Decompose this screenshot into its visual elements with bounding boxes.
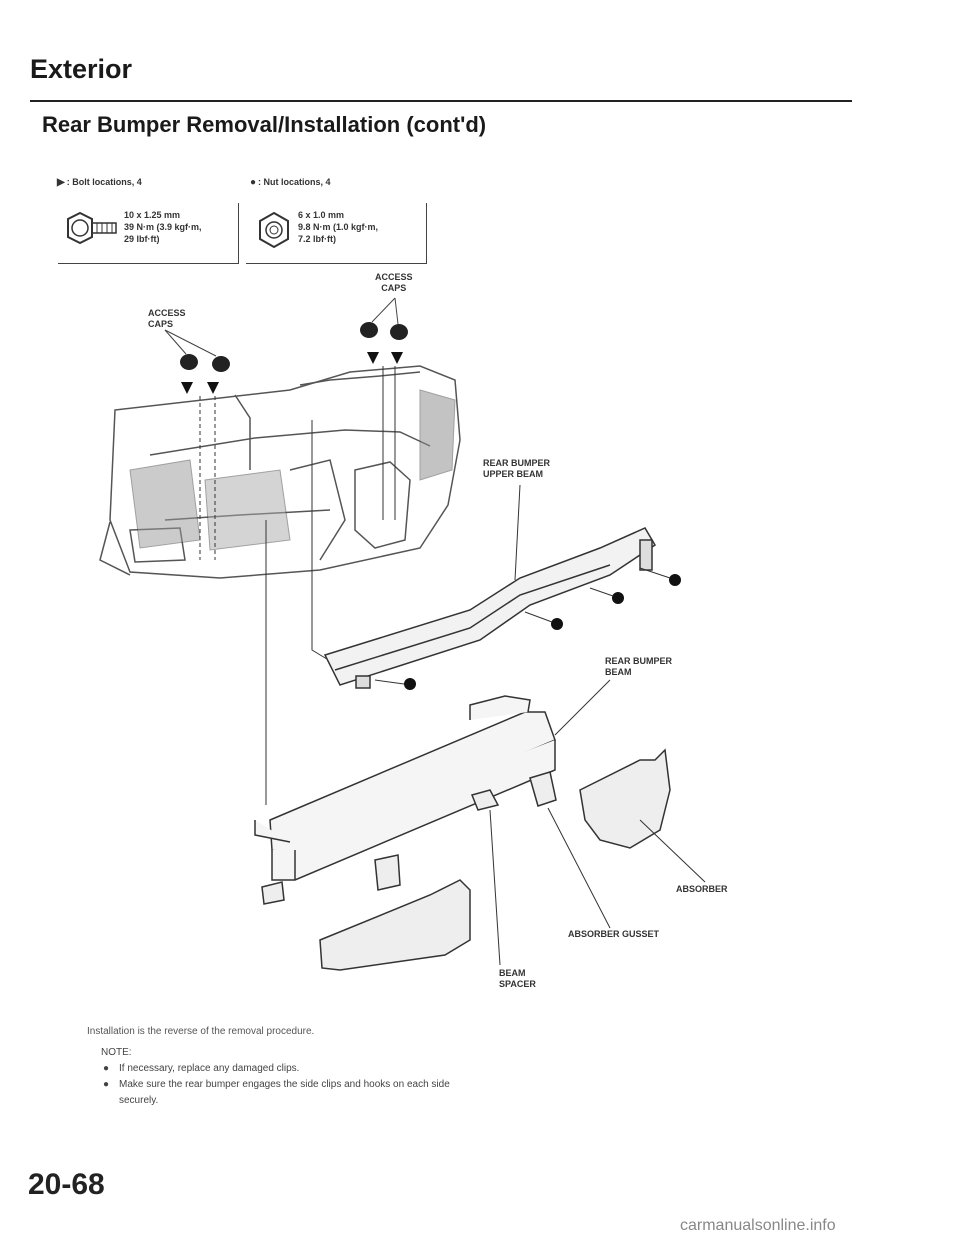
nut-marker-icon: ● bbox=[250, 177, 257, 188]
nut-marker-icon bbox=[612, 592, 624, 604]
bullet-icon: ● bbox=[103, 1063, 110, 1074]
access-cap-icon bbox=[390, 324, 408, 340]
access-cap-leaders bbox=[164, 297, 399, 357]
access-caps-right-label: ACCESS CAPS bbox=[375, 272, 413, 293]
note-heading: NOTE: bbox=[101, 1047, 132, 1058]
beam-spacer-label: BEAM SPACER bbox=[499, 968, 536, 989]
callout-leaders bbox=[489, 484, 706, 966]
nut-markers bbox=[404, 574, 681, 690]
access-caps-left-label: ACCESS CAPS bbox=[148, 308, 186, 329]
access-cap-icon bbox=[180, 354, 198, 370]
note-item: ● If necessary, replace any damaged clip… bbox=[101, 1061, 479, 1077]
nut-spec-text: 6 x 1.0 mm 9.8 N·m (1.0 kgf·m, 7.2 lbf·f… bbox=[298, 209, 378, 245]
nut-size: 6 x 1.0 mm bbox=[298, 210, 345, 220]
upper-beam-label: REAR BUMPER UPPER BEAM bbox=[483, 458, 551, 479]
nut-legend: ●: Nut locations, 4 bbox=[250, 177, 331, 188]
parts-drawing bbox=[261, 748, 671, 971]
note-item: ● Make sure the rear bumper engages the … bbox=[103, 1079, 450, 1106]
nut-torque-line-2: 7.2 lbf·ft) bbox=[298, 234, 336, 244]
access-cap-icon bbox=[360, 322, 378, 338]
nut-leaders bbox=[374, 567, 671, 685]
header-rule bbox=[30, 100, 852, 102]
bumper-beam-label: REAR BUMPER BEAM bbox=[605, 656, 673, 677]
installation-text: Installation is the reverse of the remov… bbox=[87, 1026, 315, 1037]
page-number: 20-68 bbox=[28, 1168, 105, 1201]
bullet-icon: ● bbox=[103, 1079, 110, 1090]
bolt-marker-icon bbox=[207, 382, 219, 394]
bolt-spec-box: 10 x 1.25 mm 39 N·m (3.9 kgf·m, 29 lbf·f… bbox=[58, 203, 239, 264]
page-title: Rear Bumper Removal/Installation (cont'd… bbox=[42, 112, 487, 137]
bolt-legend: ▶: Bolt locations, 4 bbox=[57, 177, 142, 188]
bolt-marker-icon bbox=[367, 352, 379, 364]
bolt-markers bbox=[181, 352, 403, 394]
absorber-gusset-label: ABSORBER GUSSET bbox=[568, 929, 660, 939]
bolt-marker-icon: ▶ bbox=[57, 177, 65, 188]
bolt-spec-text: 10 x 1.25 mm 39 N·m (3.9 kgf·m, 29 lbf·f… bbox=[124, 209, 202, 245]
alignment-lines bbox=[199, 366, 396, 805]
note-block: NOTE: ● If necessary, replace any damage… bbox=[101, 1045, 479, 1109]
bolt-icon bbox=[67, 211, 117, 245]
bolt-torque-line-1: 39 N·m (3.9 kgf·m, bbox=[124, 222, 202, 232]
rear-beam-drawing bbox=[254, 695, 556, 881]
nut-icon bbox=[259, 211, 289, 249]
section-title: Exterior bbox=[30, 54, 133, 84]
access-caps bbox=[180, 322, 408, 372]
nut-legend-text: : Nut locations, 4 bbox=[258, 177, 331, 187]
bolt-legend-text: : Bolt locations, 4 bbox=[66, 177, 142, 187]
nut-torque-line-1: 9.8 N·m (1.0 kgf·m, bbox=[298, 222, 379, 232]
footer-watermark: carmanualsonline.info bbox=[680, 1217, 836, 1234]
bolt-marker-icon bbox=[391, 352, 403, 364]
body-shading bbox=[129, 389, 456, 551]
bolt-size: 10 x 1.25 mm bbox=[124, 210, 181, 220]
bolt-torque-line-2: 29 lbf·ft) bbox=[124, 234, 160, 244]
nut-spec-box: 6 x 1.0 mm 9.8 N·m (1.0 kgf·m, 7.2 lbf·f… bbox=[246, 203, 427, 264]
nut-marker-icon bbox=[404, 678, 416, 690]
absorber-label: ABSORBER bbox=[676, 884, 728, 894]
bolt-marker-icon bbox=[181, 382, 193, 394]
nut-marker-icon bbox=[551, 618, 563, 630]
access-cap-icon bbox=[212, 356, 230, 372]
upper-beam-drawing bbox=[323, 527, 657, 689]
nut-marker-icon bbox=[669, 574, 681, 586]
note-list: ● If necessary, replace any damaged clip… bbox=[101, 1061, 479, 1109]
